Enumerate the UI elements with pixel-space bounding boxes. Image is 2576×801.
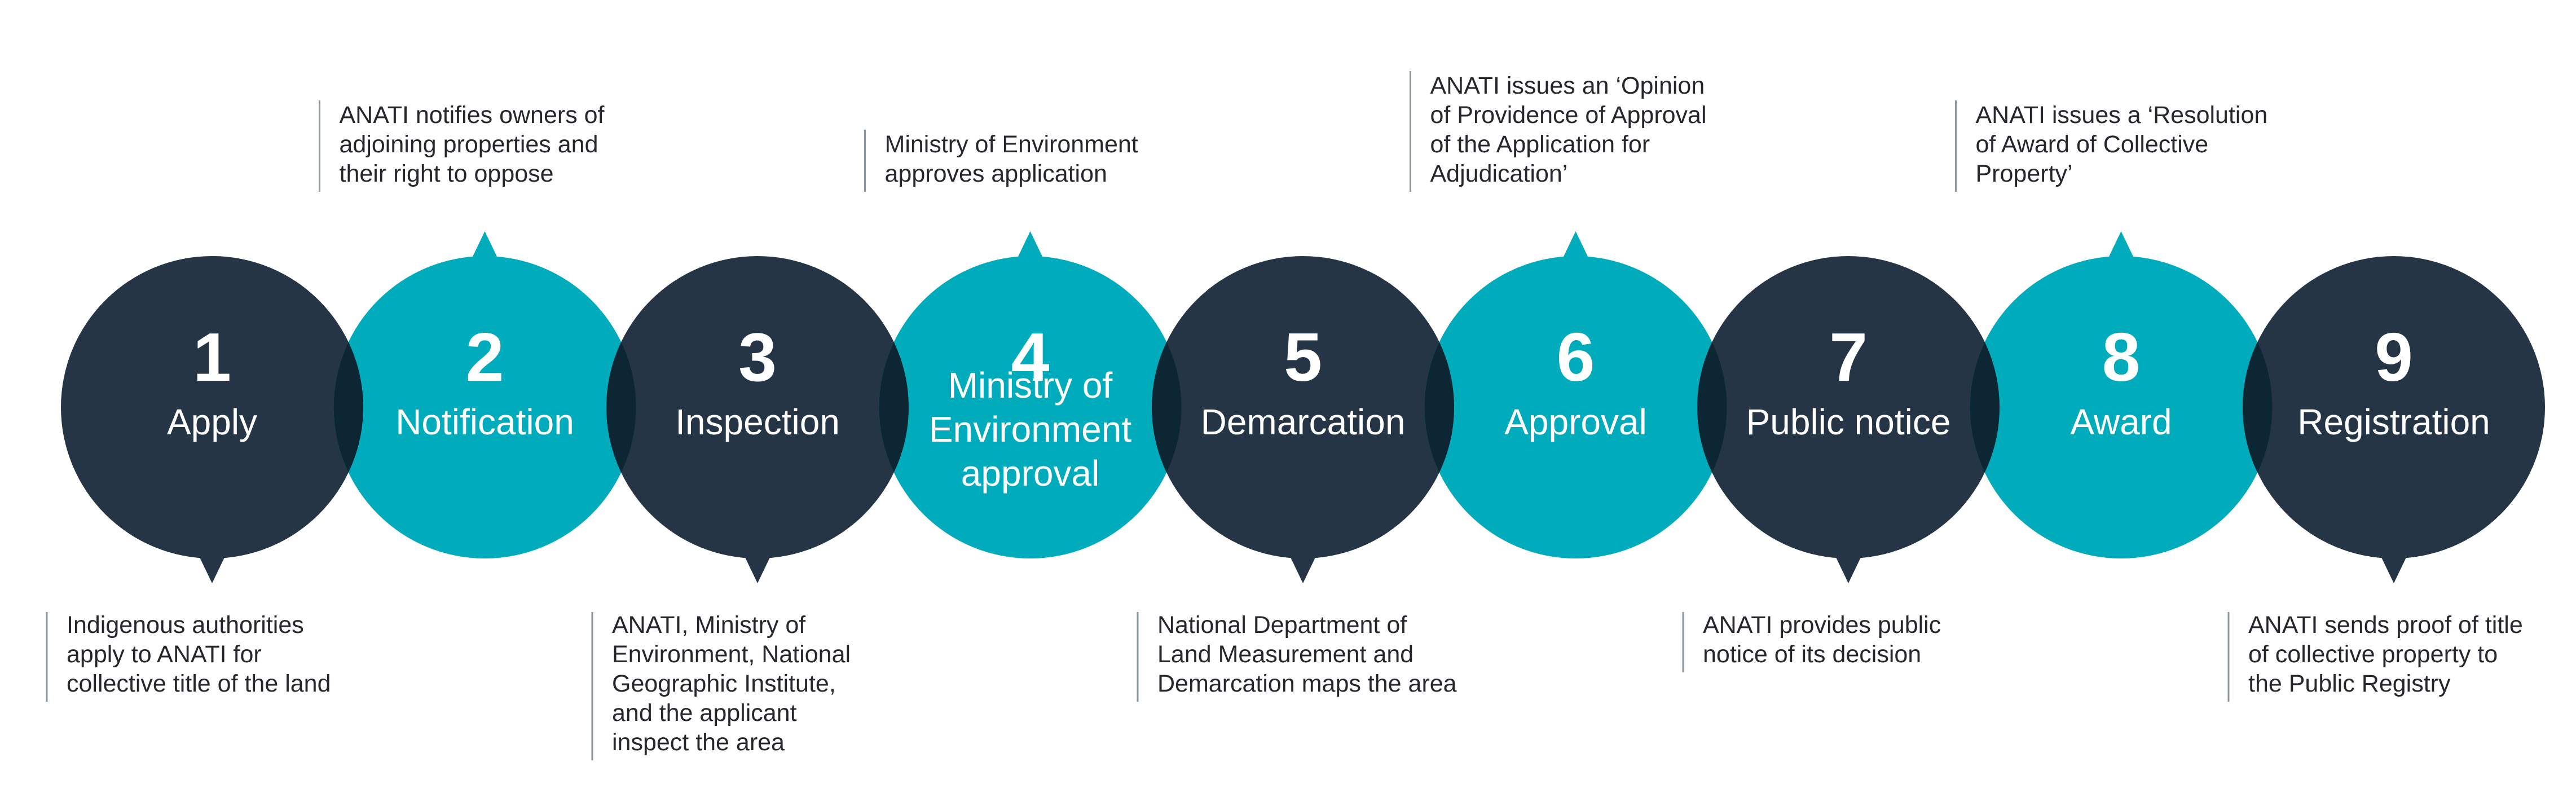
step-1-shape bbox=[61, 256, 363, 583]
description-line: of collective property to bbox=[2248, 641, 2498, 668]
step-pointer bbox=[199, 555, 226, 583]
description-line: Adjudication’ bbox=[1430, 160, 1568, 187]
step-3-shape bbox=[606, 256, 909, 583]
step-circles bbox=[61, 231, 2545, 583]
description-line: of the Application for bbox=[1430, 131, 1650, 158]
description-line: apply to ANATI for bbox=[67, 641, 262, 668]
description-line: ANATI notifies owners of bbox=[340, 102, 605, 129]
step-circle bbox=[1424, 256, 1727, 558]
step-label: approval bbox=[961, 453, 1100, 494]
step-number: 2 bbox=[466, 319, 504, 395]
description-line: Environment, National bbox=[612, 641, 851, 668]
step-circle bbox=[2243, 256, 2545, 558]
description-line: ANATI issues an ‘Opinion bbox=[1430, 72, 1705, 99]
step-number: 9 bbox=[2375, 319, 2413, 395]
description-line: the Public Registry bbox=[2248, 670, 2451, 697]
step-pointer bbox=[1289, 555, 1316, 583]
description-line: ANATI issues a ‘Resolution bbox=[1976, 102, 2268, 129]
description-line: and the applicant bbox=[612, 699, 797, 727]
description-line: Land Measurement and bbox=[1157, 641, 1414, 668]
step-label: Demarcation bbox=[1201, 402, 1406, 442]
step-pointer bbox=[744, 555, 771, 583]
step-label: Notification bbox=[395, 402, 574, 442]
description-line: Property’ bbox=[1976, 160, 2073, 187]
description-line: notice of its decision bbox=[1703, 641, 1921, 668]
description-line: of Award of Collective bbox=[1976, 131, 2209, 158]
step-circle bbox=[606, 256, 909, 558]
step-pointer bbox=[1562, 231, 1589, 259]
description-line: Demarcation maps the area bbox=[1157, 670, 1457, 697]
step-pointer bbox=[471, 231, 499, 259]
step-label: Award bbox=[2070, 402, 2172, 442]
step-label: Inspection bbox=[675, 402, 840, 442]
description-line: Indigenous authorities bbox=[67, 611, 304, 639]
step-circle bbox=[1970, 256, 2273, 558]
step-number: 6 bbox=[1557, 319, 1595, 395]
step-label: Public notice bbox=[1746, 402, 1951, 442]
description-line: ANATI sends proof of title bbox=[2248, 611, 2523, 639]
step-number: 4 bbox=[1011, 319, 1050, 395]
description-line: ANATI provides public bbox=[1703, 611, 1941, 639]
step-8-shape bbox=[1970, 231, 2273, 558]
description-line: National Department of bbox=[1157, 611, 1407, 639]
step-5-shape bbox=[1152, 256, 1454, 583]
step-number: 7 bbox=[1829, 319, 1868, 395]
step-pointer bbox=[1835, 555, 1862, 583]
step-pointer bbox=[2107, 231, 2135, 259]
step-pointer bbox=[1016, 231, 1044, 259]
step-circle bbox=[1152, 256, 1454, 558]
description-line: Ministry of Environment bbox=[885, 131, 1138, 158]
step-9-shape bbox=[2243, 256, 2545, 583]
step-7-shape bbox=[1697, 256, 2000, 583]
step-number: 5 bbox=[1284, 319, 1322, 395]
step-circle bbox=[879, 256, 1182, 558]
step-label: Registration bbox=[2297, 402, 2490, 442]
step-circle bbox=[333, 256, 636, 558]
description-line: adjoining properties and bbox=[340, 131, 598, 158]
description-line: of Providence of Approval bbox=[1430, 102, 1707, 129]
step-pointer bbox=[2380, 555, 2407, 583]
step-2-shape bbox=[333, 231, 636, 558]
step-6-description: ANATI issues an ‘Opinion of Providence of… bbox=[1410, 71, 1707, 192]
step-number: 8 bbox=[2102, 319, 2141, 395]
description-line: approves application bbox=[885, 160, 1107, 187]
step-number: 1 bbox=[193, 319, 231, 395]
step-label: Approval bbox=[1504, 402, 1647, 442]
description-line: Geographic Institute, bbox=[612, 670, 836, 697]
step-label: Apply bbox=[167, 402, 257, 442]
step-label: Environment bbox=[929, 409, 1132, 450]
step-6-shape bbox=[1424, 231, 1727, 558]
description-line: their right to oppose bbox=[340, 160, 554, 187]
step-label: Ministry of bbox=[948, 365, 1113, 406]
description-line: inspect the area bbox=[612, 729, 785, 756]
description-line: ANATI, Ministry of bbox=[612, 611, 806, 639]
step-circle bbox=[61, 256, 363, 558]
step-circle bbox=[1697, 256, 2000, 558]
description-line: collective title of the land bbox=[67, 670, 331, 697]
step-4-shape bbox=[879, 231, 1182, 558]
step-number: 3 bbox=[738, 319, 777, 395]
